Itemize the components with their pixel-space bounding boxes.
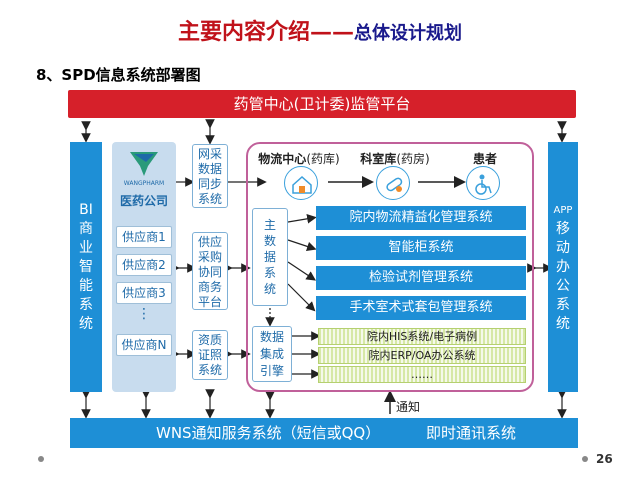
integrated-his: 院内HIS系统/电子病例 — [318, 328, 526, 345]
master-data-system: 主 数 据 系 统 — [252, 208, 288, 306]
patient-label: 患者 — [472, 152, 497, 166]
supply-line5: 平台 — [197, 295, 222, 309]
system-lab-reagent: 检验试剂管理系统 — [316, 266, 526, 290]
pharma-logo-icon — [130, 152, 158, 176]
integration-line3: 引擎 — [259, 363, 284, 378]
integration-line1: 数据 — [259, 329, 284, 344]
logistics-main: 物流中心 — [258, 152, 307, 166]
app-line2: 移 — [556, 220, 570, 237]
net-sync-line1: 网采 — [197, 147, 222, 161]
notify-label: 通知 — [396, 400, 421, 414]
app-line7: 统 — [556, 315, 570, 332]
master-line3: 据 — [263, 250, 276, 264]
title-dash: —— — [310, 19, 354, 45]
bi-line1: BI — [79, 201, 93, 218]
net-sync-line3: 同步 — [197, 177, 222, 191]
pharma-logo-text: WANGPHARM — [123, 180, 165, 187]
supplier-n: 供应商N — [116, 334, 172, 356]
master-line5: 统 — [263, 282, 276, 296]
pharma-logo — [126, 148, 162, 178]
qual-line1: 资质 — [197, 333, 222, 347]
app-line1: APP — [553, 204, 573, 216]
medicine-icon — [376, 166, 410, 200]
app-line4: 办 — [556, 258, 570, 275]
supplier-1: 供应商1 — [116, 226, 172, 248]
wns-system: WNS通知服务系统（短信或QQ） — [156, 424, 381, 442]
supply-line4: 商务 — [197, 280, 222, 294]
master-line2: 数 — [263, 234, 276, 248]
bi-system-bar: BI 商 业 智 能 系 统 — [70, 142, 102, 392]
qualification-system: 资质 证照 系统 — [192, 330, 228, 380]
dept-main: 科室库 — [360, 152, 397, 166]
title-main: 主要内容介绍 — [177, 19, 310, 45]
supplier-2: 供应商2 — [116, 254, 172, 276]
section-heading: 8、SPD信息系统部署图 — [36, 66, 201, 84]
dept-sub: (药房) — [396, 152, 430, 166]
net-sync-line4: 系统 — [197, 192, 222, 206]
bi-line5: 能 — [79, 277, 93, 294]
master-line1: 主 — [263, 218, 276, 232]
warehouse-icon — [284, 166, 318, 200]
integrated-erp: 院内ERP/OA办公系统 — [318, 347, 526, 364]
top-platform-bar: 药管中心(卫计委)监管平台 — [68, 90, 576, 118]
bi-line7: 统 — [79, 315, 93, 332]
supply-line1: 供应 — [197, 235, 222, 249]
system-smart-cabinet: 智能柜系统 — [316, 236, 526, 260]
bi-line4: 智 — [79, 258, 93, 275]
im-system: 即时通讯系统 — [426, 424, 517, 442]
bottom-notify-bar: WNS通知服务系统（短信或QQ） 即时通讯系统 — [70, 418, 578, 448]
dept-label: 科室库(药房) — [350, 150, 440, 167]
page-number: 26 — [596, 452, 613, 466]
bi-line2: 商 — [79, 220, 93, 237]
system-surgery-kit: 手术室术式套包管理系统 — [316, 296, 526, 320]
logistics-label: 物流中心(药库) — [254, 150, 344, 167]
master-line4: 系 — [263, 266, 276, 280]
bi-line3: 业 — [79, 239, 93, 256]
app-line6: 系 — [556, 296, 570, 313]
title-sub: 总体设计规划 — [354, 23, 462, 44]
app-system-bar: APP 移 动 办 公 系 统 — [548, 142, 578, 392]
supplier-3: 供应商3 — [116, 282, 172, 304]
app-line5: 公 — [556, 277, 570, 294]
bi-line6: 系 — [79, 296, 93, 313]
logistics-sub: (药库) — [306, 152, 340, 166]
data-integration-engine: 数据 集成 引擎 — [252, 326, 292, 382]
supply-line3: 协同 — [197, 265, 222, 279]
patient-icon — [466, 166, 500, 200]
integrated-more: …… — [318, 366, 526, 383]
footer-dot-left — [38, 456, 44, 462]
net-sync-system: 网采 数据 同步 系统 — [192, 144, 228, 208]
footer-dot-right — [582, 456, 588, 462]
net-sync-line2: 数据 — [197, 162, 222, 176]
app-line3: 动 — [556, 239, 570, 256]
slide-title: 主要内容介绍——总体设计规划 — [0, 14, 640, 46]
pharma-company-label: 医药公司 — [119, 194, 168, 208]
core-system-frame — [246, 142, 534, 392]
qual-line3: 系统 — [197, 363, 222, 377]
system-logistics: 院内物流精益化管理系统 — [316, 206, 526, 230]
integration-line2: 集成 — [259, 346, 284, 361]
supply-line2: 采购 — [197, 250, 222, 264]
supplier-ellipsis: ⋮ — [137, 306, 151, 322]
qual-line2: 证照 — [197, 348, 222, 362]
supply-platform: 供应 采购 协同 商务 平台 — [192, 232, 228, 310]
